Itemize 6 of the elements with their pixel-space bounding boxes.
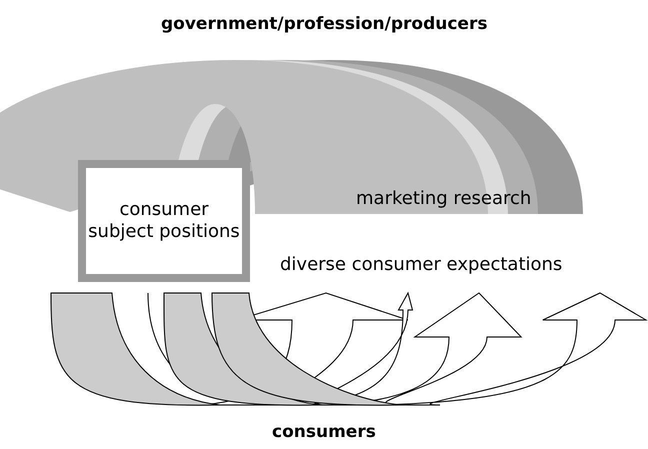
box-label: consumer subject positions [87, 199, 241, 243]
footer-heading: consumers [272, 422, 376, 442]
position-box [78, 160, 250, 282]
arch-label: marketing research [356, 188, 532, 209]
heading: government/profession/producers [161, 14, 488, 34]
annotation-label: diverse consumer expectations [280, 254, 562, 275]
